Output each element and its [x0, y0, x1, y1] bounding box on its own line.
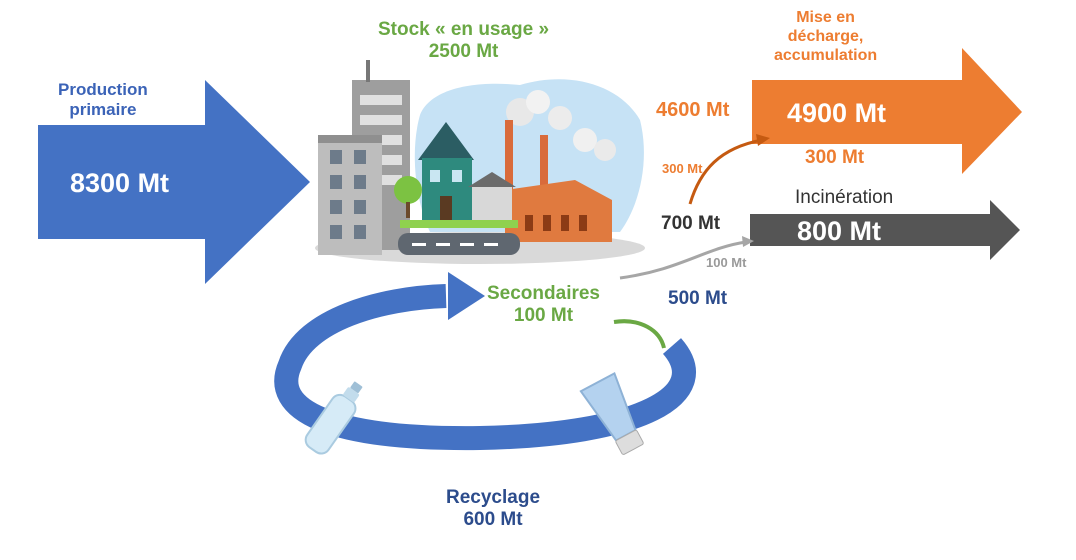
recycling-value: 600 Mt: [463, 509, 523, 531]
incineration-input-value: 700 Mt: [661, 213, 721, 234]
landfill-secondary-flow: 300 Mt: [662, 161, 703, 176]
production-title-line2: primaire: [69, 100, 137, 120]
stock-title: Stock « en usage » 2500 Mt: [378, 19, 549, 64]
incineration-value: 800 Mt: [797, 216, 882, 246]
stock-value: 2500 Mt: [428, 41, 499, 63]
city-illustration: [315, 60, 645, 264]
secondary-out-flow: 500 Mt: [668, 288, 728, 309]
secondary-to-incineration-arrowhead: [742, 236, 754, 247]
stock-title-text: Stock « en usage »: [378, 19, 550, 40]
production-title: Production primaire: [58, 80, 148, 120]
recycling-loop-arrow: [274, 284, 696, 451]
landfill-title-line3: accumulation: [774, 46, 878, 64]
incineration-secondary-flow: 100 Mt: [706, 255, 747, 270]
landfill-title-line1: Mise en: [796, 9, 855, 26]
secondary-flow-arc: [613, 319, 666, 349]
landfill-value: 4900 Mt: [787, 98, 887, 128]
secondary-to-landfill-arrowhead: [756, 134, 770, 146]
recycling-title: Recyclage: [446, 487, 541, 508]
landfill-arrow: [752, 48, 1022, 174]
plastic-bottle-icon: [304, 381, 363, 455]
incineration-title: Incinération: [795, 187, 894, 208]
secondary-to-incineration-flow: [619, 240, 747, 280]
secondary-value: 100 Mt: [513, 305, 574, 327]
production-value: 8300 Mt: [70, 168, 170, 198]
secondary-to-landfill-flow: [688, 138, 763, 205]
landfill-title: Mise en décharge, accumulation: [774, 9, 877, 66]
recycling-loop-arrowhead: [448, 272, 485, 320]
production-arrow: [38, 80, 310, 284]
landfill-title-line2: décharge,: [787, 27, 864, 45]
secondary-title: Secondaires 100 Mt: [487, 283, 600, 328]
landfill-secondary-flow-out: 300 Mt: [805, 147, 865, 168]
incineration-arrow: [750, 200, 1020, 260]
plastic-tube-icon: [579, 371, 644, 455]
landfill-input-value: 4600 Mt: [656, 99, 730, 121]
secondary-title-text: Secondaires: [487, 283, 600, 304]
recycling-label: Recyclage 600 Mt: [446, 487, 540, 532]
production-title-line1: Production: [58, 80, 148, 99]
